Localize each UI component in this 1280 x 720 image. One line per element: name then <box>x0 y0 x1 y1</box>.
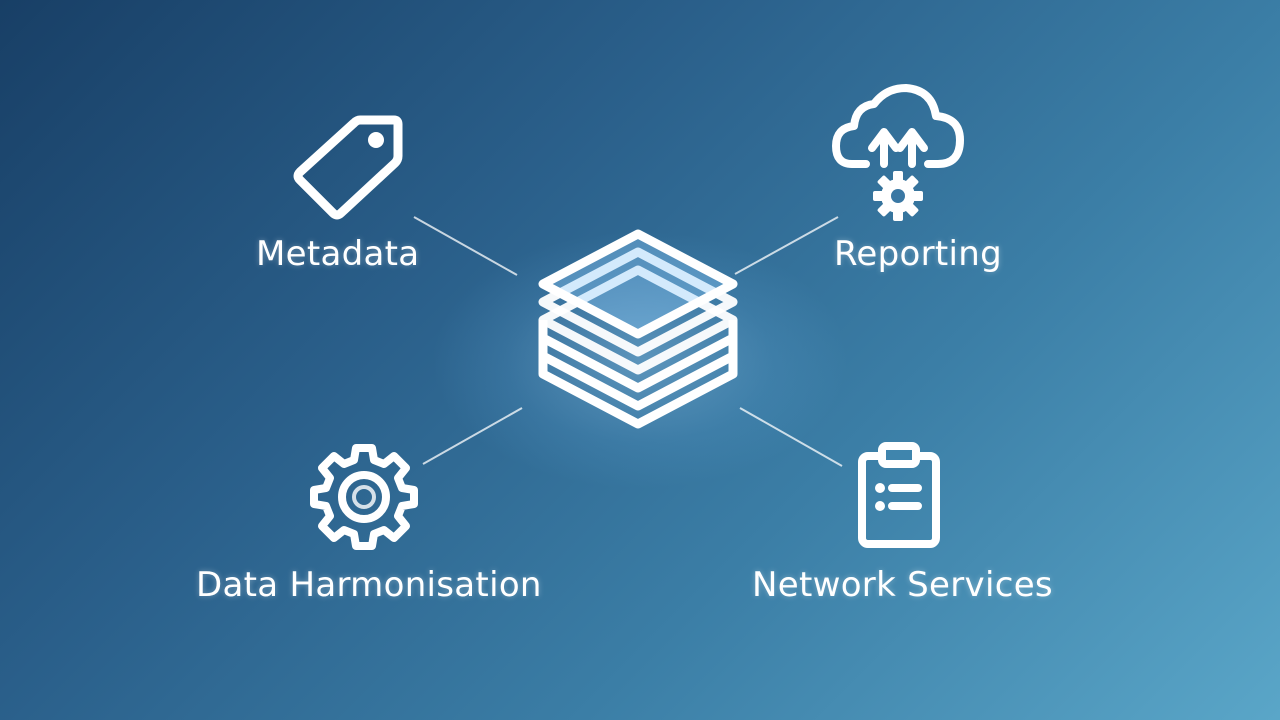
node-label-network-services: Network Services <box>752 565 1053 605</box>
connector-data-harmonisation <box>422 407 523 465</box>
gear-icon <box>310 444 418 550</box>
connector-metadata <box>413 216 518 276</box>
connector-reporting <box>734 216 839 275</box>
node-label-reporting: Reporting <box>834 234 1002 274</box>
connector-network-services <box>739 407 843 467</box>
tag-icon <box>293 115 403 220</box>
cloud-upload-gear-icon <box>832 84 964 221</box>
node-label-metadata: Metadata <box>256 234 420 274</box>
layers-stack-icon <box>538 229 738 429</box>
clipboard-list-icon <box>858 442 940 548</box>
node-label-data-harmonisation: Data Harmonisation <box>196 565 542 605</box>
